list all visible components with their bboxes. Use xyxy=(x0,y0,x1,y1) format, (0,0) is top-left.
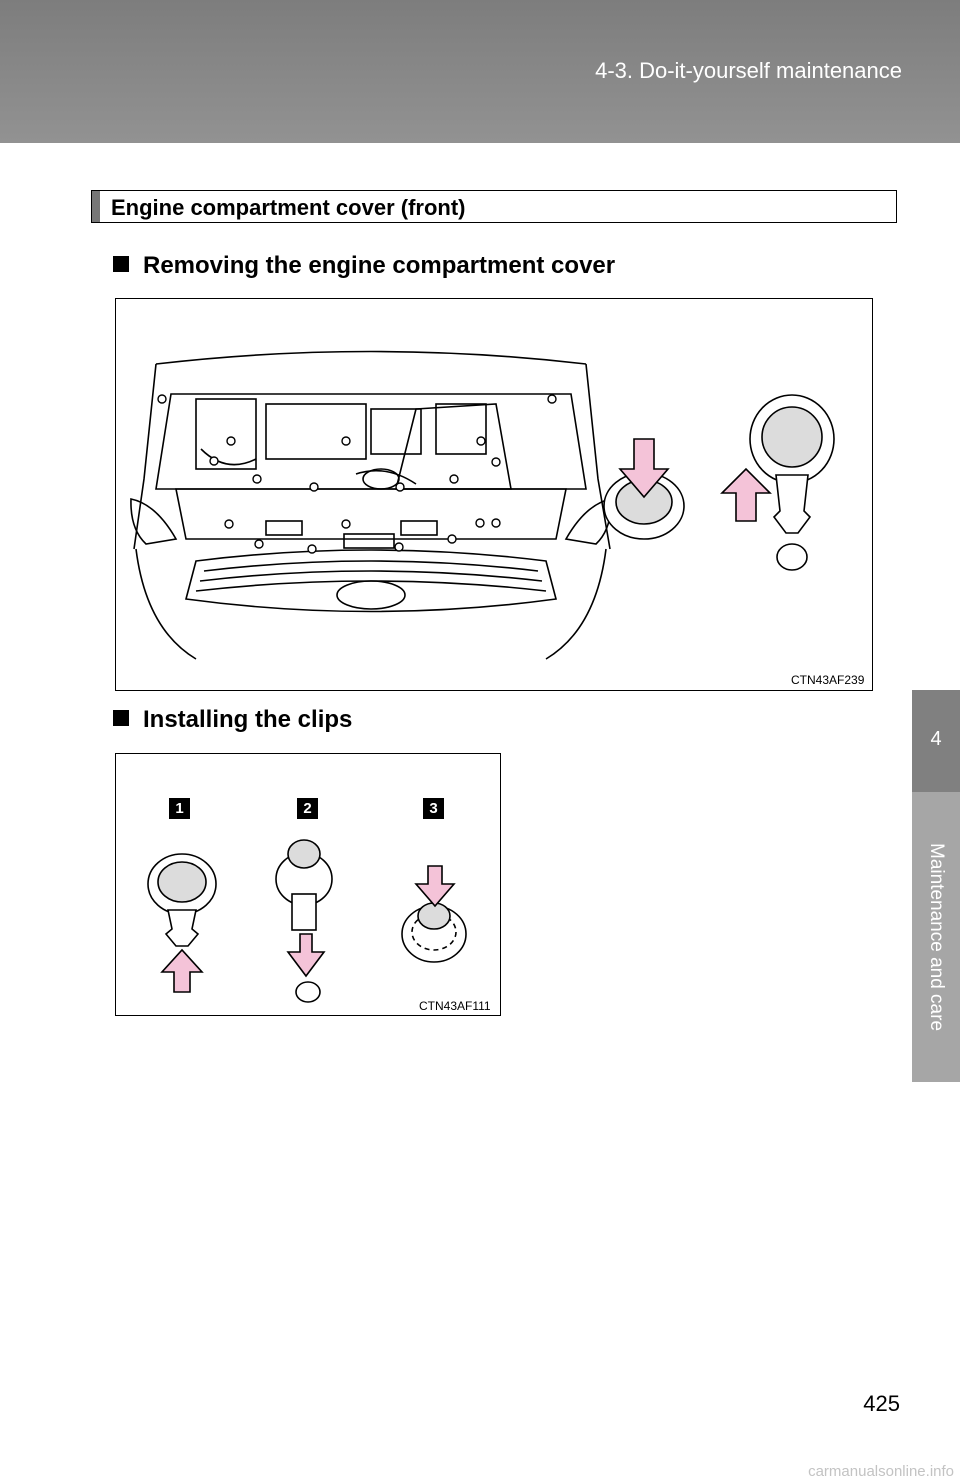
square-bullet-icon xyxy=(113,710,129,726)
figure-code: CTN43AF239 xyxy=(791,673,865,687)
chapter-title: 4-3. Do-it-yourself maintenance xyxy=(595,58,902,83)
watermark: carmanualsonline.info xyxy=(808,1463,954,1480)
page-header: 4-3. Do-it-yourself maintenance xyxy=(0,0,960,143)
figure-removing-cover: CTN43AF239 xyxy=(115,298,873,691)
step-badge-3: 3 xyxy=(429,800,438,817)
chapter-side-label: Maintenance and care xyxy=(926,842,947,1032)
subsection-heading-removing: Removing the engine compartment cover xyxy=(113,252,615,280)
chapter-side-strip: Maintenance and care xyxy=(912,792,960,1082)
section-title-box: Engine compartment cover (front) xyxy=(91,190,897,223)
chapter-tab-number: 4 xyxy=(930,728,942,750)
figure-installing-clips: 1 2 3 CTN43AF111 xyxy=(115,753,501,1016)
section-title: Engine compartment cover (front) xyxy=(111,195,466,220)
section-title-marker xyxy=(92,191,100,222)
clip-installation-illustration xyxy=(147,798,467,1003)
figure-code: CTN43AF111 xyxy=(419,999,491,1013)
step-badge-1: 1 xyxy=(175,800,184,817)
chapter-tab: 4 xyxy=(912,690,960,792)
page-number: 425 xyxy=(863,1391,900,1416)
square-bullet-icon xyxy=(113,256,129,272)
step-badge-2: 2 xyxy=(303,800,312,817)
subsection-heading-installing: Installing the clips xyxy=(113,706,352,734)
engine-compartment-illustration xyxy=(130,350,835,660)
